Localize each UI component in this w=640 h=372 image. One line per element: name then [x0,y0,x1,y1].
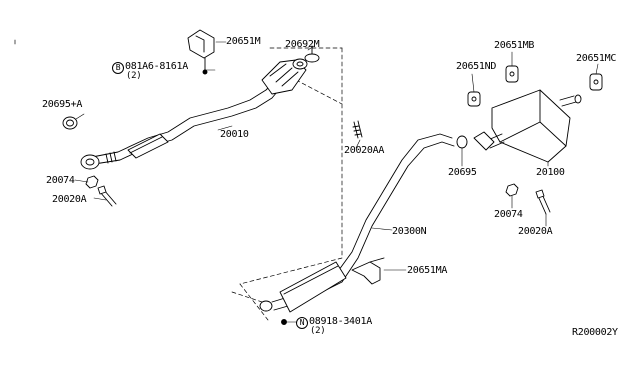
bolt-20020A-left [97,185,117,207]
callout-b-number: 081A6-8161A [125,61,188,72]
label-20100: 20100 [536,167,565,178]
diagram-code: R200002Y [572,327,618,338]
leader-lines [74,41,599,323]
callout-n-number: 08918-3401A [309,316,372,327]
label-20300N: 20300N [392,226,427,237]
rubber-hanger-20651MB [505,65,519,83]
dashed-guide-lines [14,39,343,321]
rubber-hanger-20651ND [467,91,481,107]
label-20010: 20010 [220,129,249,140]
hanger-20651MA [351,257,385,285]
label-20651MC: 20651MC [576,53,617,64]
label-20692M: 20692M [285,39,320,50]
gasket-20695A [62,116,78,130]
gasket-20695 [456,135,468,149]
callout-n-quantity: (2) [310,326,326,336]
stud-20020AA [352,120,363,139]
hanger-bracket-20651M [187,29,215,75]
label-20695: 20695 [448,167,477,178]
callout-b-symbol: B [112,62,124,74]
label-20020AA: 20020AA [344,145,385,156]
gasket-20692M [304,45,320,63]
label-20020A-left: 20020A [52,194,87,205]
label-20074-right: 20074 [494,209,523,220]
label-20651MA: 20651MA [407,265,448,276]
front-pipe-20010 [80,79,283,170]
bolt-20020A-right [535,189,551,215]
label-20651ND: 20651ND [456,61,497,72]
label-20651MB: 20651MB [494,40,535,51]
nut-20074-right [505,183,519,197]
callout-n-symbol: N [296,317,308,329]
muffler-20100 [473,89,582,163]
label-20074-left: 20074 [46,175,75,186]
label-20651M: 20651M [226,36,261,47]
label-20695A: 20695+A [42,99,83,110]
nut-20074-left [85,175,99,189]
catalytic-converter [261,58,308,95]
rubber-hanger-20651MC [589,73,603,91]
center-pipe-20300N [259,133,455,313]
callout-b-quantity: (2) [126,71,142,81]
label-20020A-right: 20020A [518,226,553,237]
